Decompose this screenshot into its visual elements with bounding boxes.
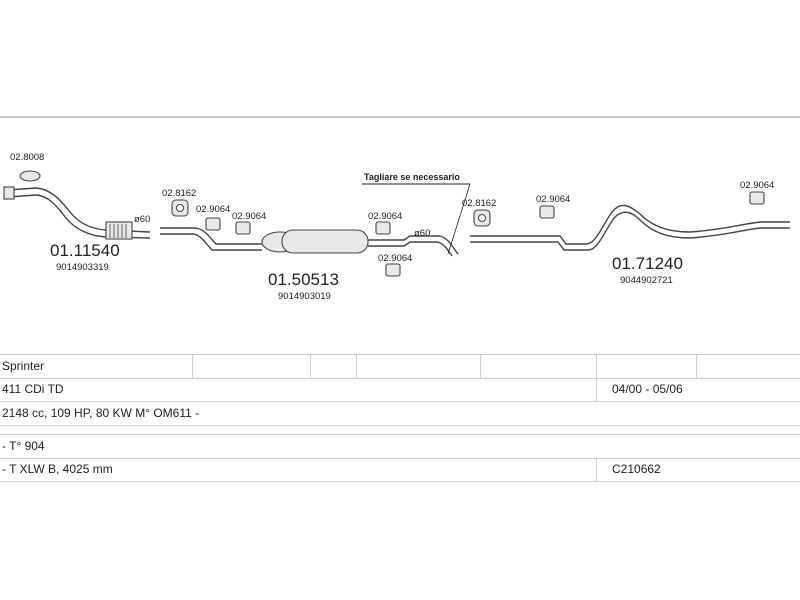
column-divider [310,355,311,378]
part-code-label: 02.9064 [368,211,402,222]
assembly-number: 01.11540 [50,241,120,260]
front-pipe-drawing [7,187,151,233]
table-row: 411 CDi TD 04/00 - 05/06 [0,378,800,402]
column-divider [480,355,481,378]
flex-joint-drawing [105,221,133,240]
front-flange-drawing [3,186,15,200]
flex-joint-ribs [109,224,127,238]
table-row: - T XLW B, 4025 mm C210662 [0,458,800,482]
hanger-icon [385,263,401,277]
table-row: - T° 904 [0,434,800,459]
assembly-number: 01.71240 [612,254,683,273]
hanger-icon [749,191,765,205]
intermediate-pipe-drawing-lower [160,233,262,251]
production-years: 04/00 - 05/06 [612,382,683,396]
silencer-outlet-pipe-lower [368,241,453,257]
model-name: Sprinter [2,359,45,373]
rear-pipe-drawing [470,204,790,245]
part-code-label: 02.9064 [196,204,230,215]
hanger-icon [205,217,221,231]
top-rule [0,116,800,118]
part-code-label: 02.9064 [378,253,412,264]
silencer-outlet-pipe [368,235,459,255]
assembly-number: 01.50513 [268,270,339,289]
silencer-drawing [281,229,369,254]
catalog-code: C210662 [612,462,661,476]
table-row: Sprinter [0,354,800,379]
diameter-label: ø60 [414,228,430,239]
hanger-icon [171,199,189,217]
part-code-label: 02.8008 [10,152,44,163]
assembly-ref: 9014903019 [278,291,331,302]
hanger-icon [473,209,491,227]
hanger-icon [539,205,555,219]
exhaust-system-diagram: 02.8008 02.8162 02.9064 02.9064 02.9064 … [3,152,790,302]
rear-pipe-drawing-lower [470,211,790,251]
part-code-label: 02.9064 [232,211,266,222]
wheelbase: - T XLW B, 4025 mm [2,462,113,476]
part-code-label: 02.9064 [740,180,774,191]
column-divider [696,355,697,378]
hanger-icon [375,221,391,235]
table-row: 2148 cc, 109 HP, 80 KW M° OM611 - [0,402,800,426]
engine-variant: 411 CDi TD [2,382,64,396]
column-divider [596,378,597,401]
assembly-ref: 9044902721 [620,275,673,286]
column-divider [356,355,357,378]
note-leader-line [447,183,471,255]
type-code: - T° 904 [2,439,45,453]
part-code-label: 02.8162 [462,198,496,209]
clamp-icon [19,170,41,182]
assembly-ref: 9014903319 [56,262,109,273]
part-code-label: 02.9064 [536,194,570,205]
engine-spec: 2148 cc, 109 HP, 80 KW M° OM611 - [2,406,200,420]
column-divider [192,355,193,378]
front-pipe-drawing-lower [7,194,151,239]
cut-note: Tagliare se necessario [364,172,460,182]
column-divider [596,355,597,378]
intermediate-pipe-drawing [160,227,262,245]
hanger-icon [235,221,251,235]
part-code-label: 02.8162 [162,188,196,199]
column-divider [596,458,597,481]
diameter-label: ø60 [134,214,150,225]
